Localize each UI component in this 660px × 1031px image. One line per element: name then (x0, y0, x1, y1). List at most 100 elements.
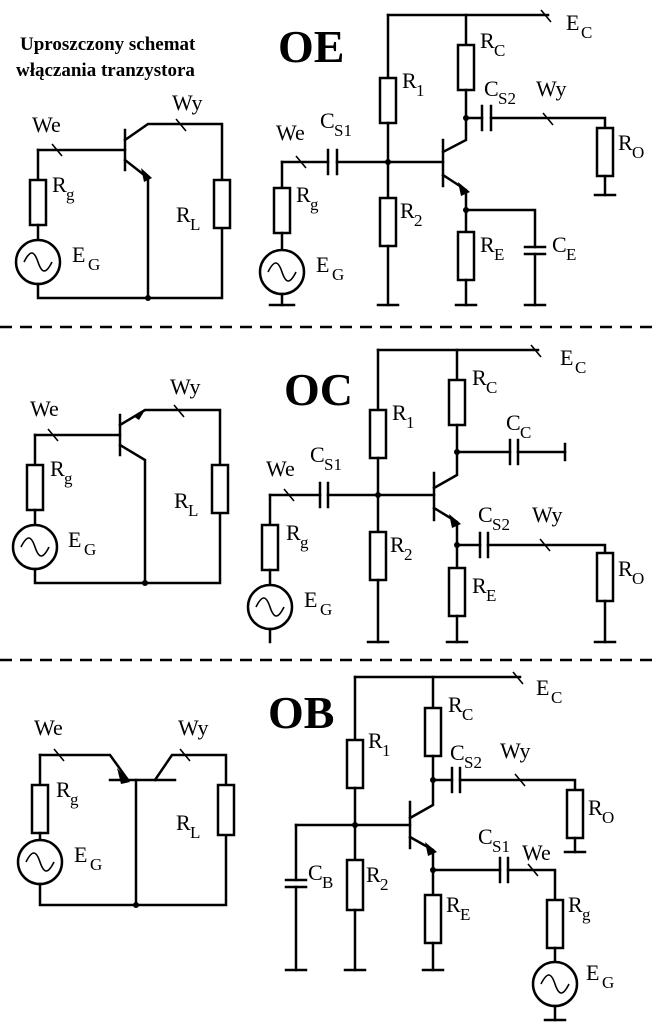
simple-oe-rg-sub: g (66, 185, 75, 204)
simple-oc-eg-sub: G (84, 540, 96, 559)
full-oe-wy: Wy (536, 76, 566, 101)
simple-ob-rl-sub: L (190, 823, 200, 842)
simple-oe-rl: R (176, 202, 191, 227)
full-ob-cs1-sub: S1 (492, 837, 510, 856)
full-ob-ec-sub: C (551, 688, 562, 707)
full-oe-cs1-sub: S1 (334, 121, 352, 140)
simple-oe-we: We (32, 112, 61, 137)
full-oe-rc-sub: C (494, 41, 505, 60)
simple-oe-eg-sub: G (88, 255, 100, 274)
full-oe-eg-sub: G (332, 265, 344, 284)
simple-oc-eg: E (68, 527, 81, 552)
simplified-circuit-oe (14, 118, 232, 301)
full-oc-ro-sub: O (632, 569, 644, 588)
full-oe-r2: R (400, 198, 415, 223)
section-label-oc: OC (284, 364, 353, 415)
full-oc-ec-sub: C (575, 358, 586, 377)
simple-ob-we: We (34, 715, 63, 740)
full-ob-r2-sub: 2 (380, 875, 389, 894)
full-oe-ce-sub: E (566, 245, 576, 264)
title-line-1: Uproszczony schemat (20, 34, 196, 55)
full-ob-cb: C (308, 860, 323, 885)
full-circuit-oc (246, 344, 617, 644)
full-ob-eg-sub: G (602, 973, 614, 992)
full-oc-cs1: C (310, 442, 325, 467)
full-oc-cs2: C (478, 502, 493, 527)
full-oc-r2-sub: 2 (404, 545, 413, 564)
simple-ob-rg-sub: g (70, 790, 79, 809)
simple-ob-eg: E (74, 842, 87, 867)
full-ob-wy: Wy (500, 738, 530, 763)
title-line-2: włączania tranzystora (16, 60, 195, 81)
full-ob-rg-sub: g (582, 905, 591, 924)
full-oe-cs2: C (484, 76, 499, 101)
full-oc-rg-sub: g (300, 533, 309, 552)
section-label-ob: OB (268, 687, 334, 738)
full-ob-rc-sub: C (462, 705, 473, 724)
full-ob-re: R (446, 892, 461, 917)
full-circuit-ob (284, 671, 587, 1022)
full-ob-ec: E (536, 675, 549, 700)
simplified-circuit-oc (11, 404, 230, 586)
full-oc-eg-sub: G (320, 600, 332, 619)
full-ob-r2: R (366, 862, 381, 887)
full-oe-re-sub: E (494, 245, 504, 264)
simple-ob-eg-sub: G (90, 855, 102, 874)
full-oe-eg: E (316, 252, 329, 277)
full-ob-rg: R (568, 892, 583, 917)
full-oe-ce: C (552, 232, 567, 257)
full-oe-r1-sub: 1 (416, 81, 425, 100)
section-label-oe: OE (278, 21, 344, 72)
full-ob-ro-sub: O (602, 808, 614, 827)
full-oe-r2-sub: 2 (414, 211, 423, 230)
full-oe-ec: E (566, 10, 579, 35)
full-ob-rc: R (448, 692, 463, 717)
full-oe-re: R (480, 232, 495, 257)
full-oc-we: We (266, 456, 295, 481)
simple-ob-rl: R (176, 810, 191, 835)
full-oc-r2: R (390, 532, 405, 557)
full-oe-r1: R (402, 68, 417, 93)
full-ob-re-sub: E (460, 905, 470, 924)
full-oe-ro-sub: O (632, 143, 644, 162)
full-oc-rc-sub: C (486, 378, 497, 397)
full-oe-cs1: C (320, 108, 335, 133)
full-oc-cs2-sub: S2 (492, 515, 510, 534)
simplified-circuit-ob (16, 748, 236, 908)
simple-ob-wy: Wy (178, 715, 208, 740)
full-oc-cs1-sub: S1 (324, 455, 342, 474)
full-oe-rg-sub: g (310, 195, 319, 214)
simple-oc-we: We (30, 396, 59, 421)
full-ob-cb-sub: B (322, 873, 333, 892)
simple-oc-wy: Wy (170, 374, 200, 399)
full-oc-rg: R (286, 520, 301, 545)
simple-oe-wy: Wy (172, 90, 202, 115)
full-oe-cs2-sub: S2 (498, 89, 516, 108)
full-oc-re: R (472, 573, 487, 598)
full-oc-rc: R (472, 365, 487, 390)
full-oc-eg: E (304, 587, 317, 612)
full-oe-ro: R (618, 130, 633, 155)
full-oe-we: We (276, 120, 305, 145)
full-oe-rc: R (480, 28, 495, 53)
simple-oc-rg-sub: g (64, 469, 73, 488)
simple-oc-rl: R (174, 488, 189, 513)
full-oe-ec-sub: C (581, 23, 592, 42)
simple-oc-rl-sub: L (188, 501, 198, 520)
full-oc-ro: R (618, 556, 633, 581)
simple-oe-eg: E (72, 242, 85, 267)
full-ob-cs1: C (478, 824, 493, 849)
full-circuit-oe (258, 9, 617, 307)
full-oc-wy: Wy (532, 502, 562, 527)
full-oc-r1-sub: 1 (406, 413, 415, 432)
full-ob-we: We (522, 840, 551, 865)
simple-ob-rg: R (56, 777, 71, 802)
full-ob-eg: E (586, 960, 599, 985)
full-ob-r1: R (368, 728, 383, 753)
full-oc-ec: E (560, 345, 573, 370)
full-oc-cc-sub: C (520, 423, 531, 442)
full-ob-cs2-sub: S2 (464, 753, 482, 772)
full-ob-r1-sub: 1 (382, 741, 391, 760)
full-oe-rg: R (296, 182, 311, 207)
